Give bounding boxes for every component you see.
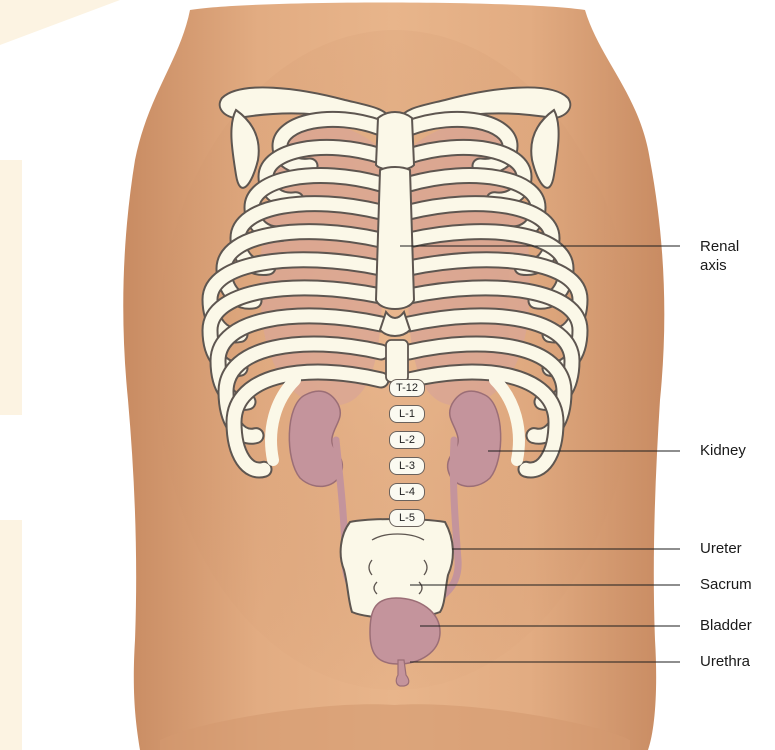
vertebra-label: L-2 xyxy=(389,431,425,449)
label-renal-axis: Renal axis xyxy=(700,237,739,275)
vertebra-label: L-3 xyxy=(389,457,425,475)
label-renal-axis-line2: axis xyxy=(700,256,739,275)
label-urethra: Urethra xyxy=(700,652,750,671)
vertebra-label: L-4 xyxy=(389,483,425,501)
left-margin-decoration xyxy=(0,0,120,750)
label-sacrum: Sacrum xyxy=(700,575,752,594)
spine xyxy=(386,340,408,382)
vertebra-label: T-12 xyxy=(389,379,425,397)
label-bladder: Bladder xyxy=(700,616,752,635)
vertebra-label: L-1 xyxy=(389,405,425,423)
sternum xyxy=(376,112,414,336)
label-ureter: Ureter xyxy=(700,539,742,558)
label-renal-axis-line1: Renal xyxy=(700,237,739,256)
label-kidney: Kidney xyxy=(700,441,746,460)
vertebra-label: L-5 xyxy=(389,509,425,527)
